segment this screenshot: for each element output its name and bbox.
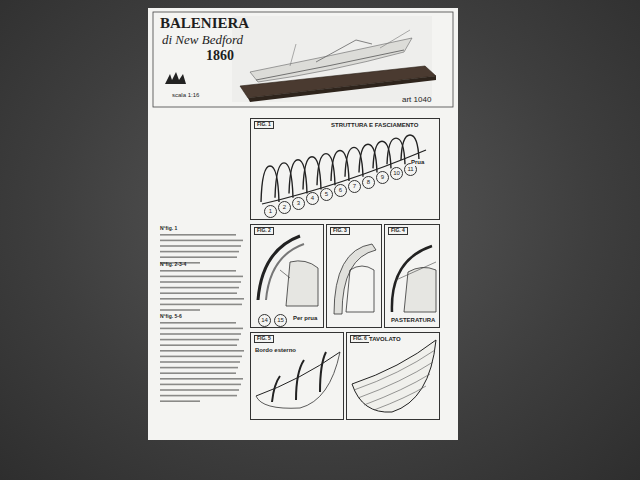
section-heading: N°fig. 1 [160, 226, 177, 232]
scale-note: scala 1:16 [172, 92, 199, 99]
paper-sheet [148, 8, 458, 440]
text-line [160, 344, 237, 346]
maker-logo [165, 72, 186, 84]
fig4-drawing [392, 246, 436, 312]
figure-caption: Bordo esterno [255, 347, 296, 354]
figure-tag: FIG. 6 [350, 335, 370, 343]
text-line [160, 333, 241, 335]
figure-panel: FIG. 4 PASTERATURA [384, 224, 440, 328]
body-text-lines [160, 234, 244, 402]
model-photo [232, 16, 436, 102]
text-line [160, 245, 241, 247]
figure-panel: FIG. 6TAVOLATO [346, 332, 440, 420]
callout-number: 8 [362, 176, 375, 189]
subtitle: di New Bedford [162, 33, 243, 47]
figure-tag: FIG. 2 [254, 227, 274, 235]
year: 1860 [206, 48, 234, 63]
header-frame [153, 12, 453, 107]
figure-caption: Per prua [293, 315, 317, 322]
text-line [160, 292, 237, 294]
figure-panel: FIG. 2 Per prua [250, 224, 324, 328]
text-line [160, 298, 244, 300]
article-number: art 1040 [402, 96, 431, 105]
callout-number: 7 [348, 180, 361, 193]
fig6-drawing [352, 340, 436, 412]
text-line [160, 367, 238, 369]
rib-arch [401, 135, 419, 160]
figure-tag: FIG. 4 [388, 227, 408, 235]
figure-tag: FIG. 5 [254, 335, 274, 343]
figure-tag: FIG. 3 [330, 227, 350, 235]
callout-number: 15 [274, 314, 287, 327]
figure-caption: PASTERATURA [391, 317, 435, 324]
figure-caption: TAVOLATO [369, 336, 401, 343]
text-line [160, 270, 236, 272]
figure-caption: Prua [411, 159, 424, 166]
callout-number: 1 [264, 205, 277, 218]
callout-number: 6 [334, 184, 347, 197]
text-line [160, 350, 244, 352]
figure-caption: STRUTTURA E FASCIAMENTO [331, 122, 418, 129]
text-line [160, 309, 200, 311]
text-line [160, 361, 240, 363]
figure-tag: FIG. 1 [254, 121, 274, 129]
text-line [160, 322, 236, 324]
callout-number: 14 [258, 314, 271, 327]
rib-structure-drawing [261, 135, 426, 204]
text-line [160, 304, 242, 306]
section-heading: N°fig. 2-3-4 [160, 262, 186, 268]
callout-number: 3 [292, 197, 305, 210]
callout-number: 5 [320, 188, 333, 201]
callout-number: 2 [278, 201, 291, 214]
fig3-drawing [334, 244, 376, 314]
text-line [160, 281, 241, 283]
text-line [160, 328, 243, 330]
fig5-drawing [256, 352, 340, 408]
sheet-title: BALENIERA [160, 15, 249, 32]
text-line [160, 234, 236, 236]
text-line [160, 378, 243, 380]
callout-number: 9 [376, 171, 389, 184]
figure-panel: FIG. 5 Bordo esterno [250, 332, 344, 420]
text-line [160, 240, 243, 242]
fig2-drawing [258, 236, 318, 306]
text-line [160, 256, 237, 258]
text-line [160, 400, 200, 402]
text-line [160, 356, 242, 358]
callout-number: 10 [390, 167, 403, 180]
text-line [160, 389, 239, 391]
text-line [160, 395, 237, 397]
figure-panel: FIG. 3 [326, 224, 382, 328]
section-heading: N°fig. 5-6 [160, 314, 182, 320]
text-line [160, 339, 239, 341]
text-line [160, 287, 239, 289]
text-line [160, 384, 241, 386]
text-line [160, 251, 239, 253]
text-line [160, 372, 236, 374]
text-line [160, 276, 243, 278]
callout-number: 4 [306, 192, 319, 205]
figure-panel: FIG. 1 STRUTTURA E FASCIAMENTO Prua [250, 118, 440, 220]
